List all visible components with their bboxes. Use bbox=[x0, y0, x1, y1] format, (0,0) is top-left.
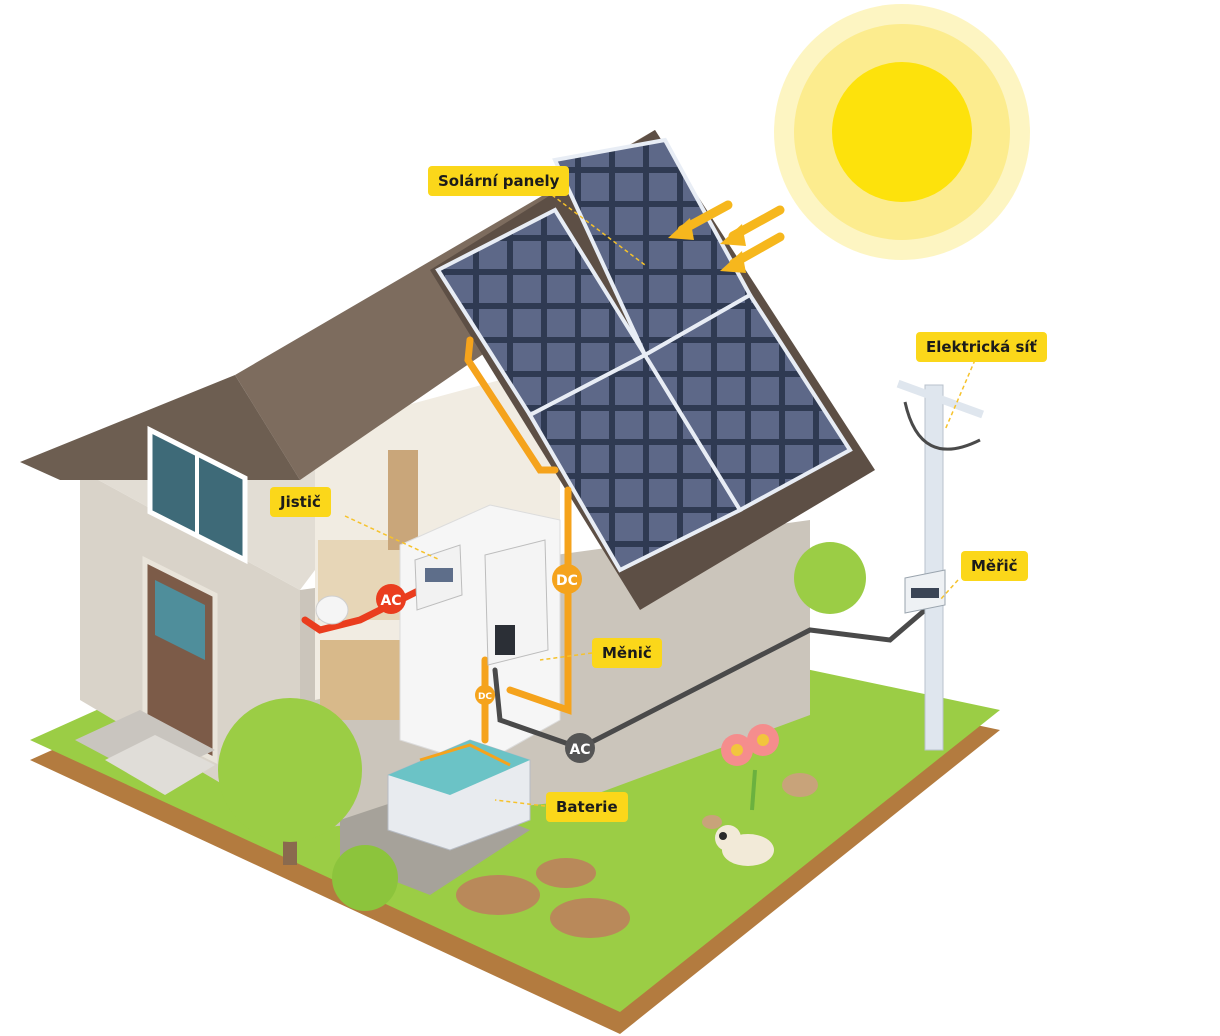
sun bbox=[774, 4, 1030, 260]
tree-back bbox=[794, 542, 866, 614]
battery-label: Baterie bbox=[546, 792, 628, 822]
inverter-unit bbox=[484, 539, 549, 666]
solar-panel-array bbox=[435, 137, 853, 573]
meter-label: Měřič bbox=[961, 551, 1028, 581]
breaker-box bbox=[414, 544, 463, 611]
front-door bbox=[142, 555, 218, 765]
rocks bbox=[702, 773, 818, 829]
dc-badge: DC bbox=[552, 564, 582, 594]
grid-cable bbox=[492, 607, 928, 751]
sun-ray-arrows bbox=[668, 200, 785, 273]
svg-text:AC: AC bbox=[380, 593, 401, 609]
svg-text:DC: DC bbox=[556, 573, 578, 589]
dc-badge-small: DC bbox=[475, 685, 495, 705]
outdoor-ac-unit bbox=[315, 595, 349, 625]
battery-pack bbox=[387, 739, 531, 851]
stepping-stones bbox=[456, 858, 630, 938]
bush-front bbox=[332, 845, 398, 911]
electric-meter bbox=[904, 569, 946, 614]
utility-pole bbox=[896, 379, 984, 751]
front-steps bbox=[75, 710, 215, 795]
front-window bbox=[147, 425, 248, 565]
flowers bbox=[721, 724, 779, 811]
inverter-label: Měnič bbox=[592, 638, 662, 668]
dog bbox=[715, 825, 774, 866]
grid-label: Elektrická síť bbox=[916, 332, 1047, 362]
ac-badge-grey: AC bbox=[565, 733, 595, 763]
leader-lines bbox=[344, 194, 976, 807]
svg-text:AC: AC bbox=[569, 742, 590, 758]
svg-text:DC: DC bbox=[478, 692, 492, 702]
ac-badge-red: AC bbox=[376, 584, 406, 614]
breaker-label: Jistič bbox=[270, 487, 331, 517]
tree-front bbox=[218, 698, 362, 865]
solar-panels-label: Solární panely bbox=[428, 166, 570, 196]
